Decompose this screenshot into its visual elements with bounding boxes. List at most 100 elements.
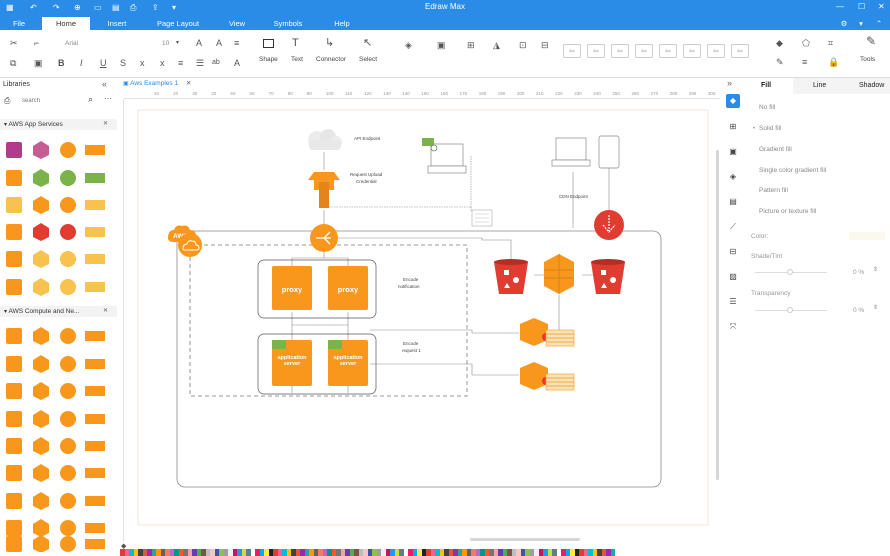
palette-swatch[interactable]	[453, 549, 458, 556]
palette-swatch[interactable]	[187, 549, 192, 556]
library-shape-icon[interactable]	[33, 410, 49, 428]
style-preset-6[interactable]: Abc	[683, 44, 701, 58]
table-icon[interactable]: ⊟	[729, 247, 737, 256]
menu-file[interactable]: File	[12, 19, 26, 28]
palette-swatch[interactable]	[381, 549, 386, 556]
radio-selected-icon[interactable]: •	[753, 125, 756, 132]
size-icon[interactable]: ⊡	[519, 40, 527, 50]
strike-icon[interactable]: S	[120, 58, 127, 68]
palette-swatch[interactable]	[471, 549, 476, 556]
fill-option-gradient[interactable]: Gradient fill	[759, 146, 792, 153]
select-tool-label[interactable]: Select	[359, 56, 378, 63]
palette-swatch[interactable]	[421, 549, 426, 556]
outline-icon[interactable]: ☰	[729, 297, 737, 306]
palette-swatch[interactable]	[349, 549, 354, 556]
library-shape-icon[interactable]	[85, 441, 105, 451]
undo-icon[interactable]: ↶	[30, 3, 37, 12]
canvas-horizontal-scrollbar[interactable]	[470, 538, 580, 541]
palette-swatch[interactable]	[444, 549, 449, 556]
palette-swatch[interactable]	[318, 549, 323, 556]
palette-swatch[interactable]	[372, 549, 377, 556]
maximize-button[interactable]: ☐	[858, 2, 866, 11]
canvas-vertical-scrollbar[interactable]	[716, 150, 719, 480]
palette-swatch[interactable]	[282, 549, 287, 556]
shade-value[interactable]: 0 %	[853, 269, 865, 276]
library-shape-icon[interactable]	[60, 170, 76, 186]
palette-swatch[interactable]	[583, 549, 588, 556]
shade-slider-handle[interactable]	[787, 269, 793, 275]
pen-icon[interactable]: ✎	[776, 57, 784, 67]
close-icon[interactable]: ✕	[103, 308, 109, 314]
palette-swatch[interactable]	[403, 549, 408, 556]
fill-palette-icon[interactable]: ◆	[121, 543, 127, 550]
grid-panel-icon[interactable]: ⊞	[729, 122, 737, 131]
palette-swatch[interactable]	[246, 549, 251, 556]
library-shape-icon[interactable]	[60, 224, 76, 240]
palette-swatch[interactable]	[340, 549, 345, 556]
palette-swatch[interactable]	[196, 549, 201, 556]
transparency-slider-handle[interactable]	[787, 307, 793, 313]
tab-fill[interactable]: Fill	[761, 82, 772, 89]
redo-icon[interactable]: ↷	[53, 3, 60, 12]
transparency-stepper-icon[interactable]: ⇕	[873, 305, 879, 311]
library-shape-icon[interactable]	[33, 327, 49, 345]
palette-swatch[interactable]	[138, 549, 143, 556]
library-shape-icon[interactable]	[85, 254, 105, 264]
bullet-icon[interactable]: ☰	[196, 58, 205, 68]
library-shape-icon[interactable]	[85, 468, 105, 478]
select-tool-icon[interactable]: ↖	[363, 37, 373, 49]
style-preset-2[interactable]: Abc	[587, 44, 605, 58]
list-icon[interactable]: ≡	[234, 38, 240, 48]
library-shape-icon[interactable]	[85, 386, 105, 396]
style-preset-3[interactable]: Abc	[611, 44, 629, 58]
palette-swatch[interactable]	[394, 549, 399, 556]
image-panel-icon[interactable]: ▣	[729, 147, 737, 156]
shape-tool-icon[interactable]	[263, 39, 274, 48]
palette-swatch[interactable]	[610, 549, 615, 556]
palette-swatch[interactable]	[142, 549, 147, 556]
library-shape-icon[interactable]	[6, 536, 22, 552]
library-shape-icon[interactable]	[85, 496, 105, 506]
line-color-icon[interactable]: ⬠	[802, 38, 810, 48]
palette-swatch[interactable]	[300, 549, 305, 556]
connector-tool-label[interactable]: Connector	[316, 56, 346, 63]
palette-swatch[interactable]	[570, 549, 575, 556]
palette-swatch[interactable]	[237, 549, 242, 556]
library-shape-icon[interactable]	[33, 535, 49, 552]
library-shape-icon[interactable]	[60, 520, 76, 536]
library-shape-icon[interactable]	[33, 437, 49, 455]
underline-icon[interactable]: U	[100, 58, 107, 68]
library-shape-icon[interactable]	[85, 539, 105, 549]
palette-swatch[interactable]	[520, 549, 525, 556]
palette-swatch[interactable]	[529, 549, 534, 556]
text-tool-icon[interactable]: T	[292, 37, 299, 49]
library-shape-icon[interactable]	[6, 279, 22, 295]
copy-icon[interactable]: ⧉	[10, 58, 17, 68]
library-shape-icon[interactable]	[6, 520, 22, 536]
palette-swatch[interactable]	[255, 549, 260, 556]
palette-swatch[interactable]	[273, 549, 278, 556]
palette-swatch[interactable]	[592, 549, 597, 556]
palette-swatch[interactable]	[219, 549, 224, 556]
palette-swatch[interactable]	[552, 549, 557, 556]
palette-swatch[interactable]	[498, 549, 503, 556]
palette-swatch[interactable]	[358, 549, 363, 556]
palette-swatch[interactable]	[390, 549, 395, 556]
library-shape-icon[interactable]	[33, 278, 49, 296]
palette-swatch[interactable]	[534, 549, 539, 556]
palette-swatch[interactable]	[480, 549, 485, 556]
page-icon[interactable]: ▤	[729, 197, 737, 206]
settings-gear-icon[interactable]: ⚙	[840, 19, 848, 28]
palette-swatch[interactable]	[250, 549, 255, 556]
palette-swatch[interactable]	[133, 549, 138, 556]
cut-icon[interactable]: ✂	[10, 38, 18, 48]
tools-icon[interactable]: ✎	[866, 34, 877, 48]
palette-swatch[interactable]	[286, 549, 291, 556]
library-menu-icon[interactable]: ⎙	[4, 96, 11, 105]
palette-swatch[interactable]	[579, 549, 584, 556]
palette-swatch[interactable]	[156, 549, 161, 556]
more-icon[interactable]: ▾	[172, 3, 177, 12]
library-search-input[interactable]	[22, 95, 82, 106]
palette-swatch[interactable]	[466, 549, 471, 556]
decrease-font-icon[interactable]: A	[216, 38, 223, 48]
